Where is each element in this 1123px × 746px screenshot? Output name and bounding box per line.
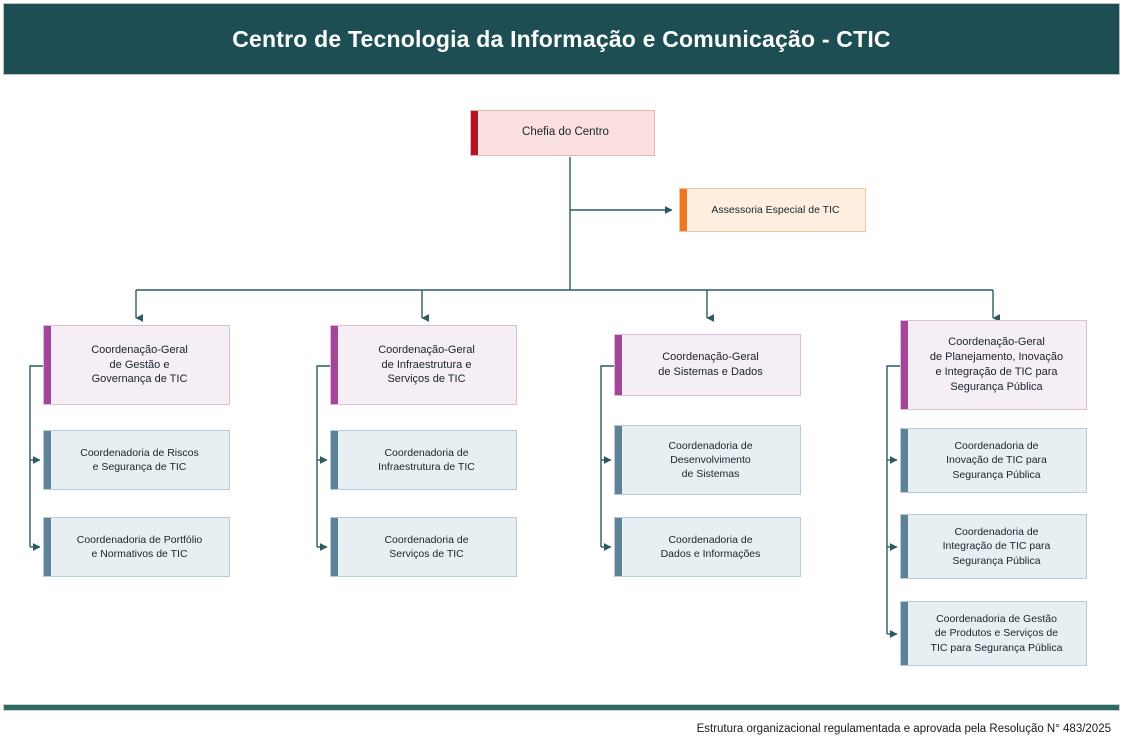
- node-coordenadoria-servicos-tic[interactable]: Coordenadoria de Serviços de TIC: [330, 517, 517, 577]
- node-label: Coordenadoria de Infraestrutura de TIC: [378, 446, 475, 473]
- node-label: Coordenadoria de Gestão de Produtos e Se…: [930, 613, 1063, 654]
- accent-bar-coord: [44, 518, 51, 576]
- node-label: Chefia do Centro: [522, 126, 609, 139]
- accent-bar-staff: [680, 189, 687, 231]
- node-cg-infraestrutura-e-servicos-de-tic[interactable]: Coordenação-Geral de Infraestrutura e Se…: [330, 325, 517, 405]
- edge-cg2-rail-vertical: [316, 365, 330, 547]
- accent-bar-cg: [44, 326, 51, 404]
- node-label: Coordenação-Geral de Gestão e Governança…: [91, 343, 188, 386]
- footer-note: Estrutura organizacional regulamentada e…: [696, 723, 1111, 735]
- accent-bar-coord: [901, 602, 908, 665]
- node-coordenadoria-infraestrutura-tic[interactable]: Coordenadoria de Infraestrutura de TIC: [330, 430, 517, 490]
- accent-bar-cg: [615, 335, 622, 395]
- footer-divider: [3, 704, 1120, 711]
- accent-bar-root: [471, 111, 478, 155]
- accent-bar-coord: [615, 518, 622, 576]
- edge-cg1-rail-vertical: [29, 365, 43, 547]
- node-cg-planejamento-inovacao-integracao-seguranca-publica[interactable]: Coordenação-Geral de Planejamento, Inova…: [900, 320, 1087, 410]
- node-coordenadoria-inovacao-tic-seguranca-publica[interactable]: Coordenadoria de Inovação de TIC para Se…: [900, 428, 1087, 493]
- node-coordenadoria-portfolio-normativos-tic[interactable]: Coordenadoria de Portfólio e Normativos …: [43, 517, 230, 577]
- accent-bar-coord: [901, 515, 908, 578]
- accent-bar-coord: [331, 431, 338, 489]
- node-label: Coordenadoria de Dados e Informações: [660, 533, 761, 560]
- node-coordenadoria-gestao-produtos-servicos-tic-seguranca-publica[interactable]: Coordenadoria de Gestão de Produtos e Se…: [900, 601, 1087, 666]
- node-label: Coordenação-Geral de Infraestrutura e Se…: [378, 343, 475, 386]
- node-label: Coordenadoria de Portfólio e Normativos …: [76, 533, 203, 560]
- node-coordenadoria-riscos-seguranca-tic[interactable]: Coordenadoria de Riscos e Segurança de T…: [43, 430, 230, 490]
- node-cg-gestao-e-governanca-de-tic[interactable]: Coordenação-Geral de Gestão e Governança…: [43, 325, 230, 405]
- edge-cg4-rail-vertical: [886, 365, 900, 634]
- accent-bar-coord: [901, 429, 908, 492]
- node-label: Coordenadoria de Riscos e Segurança de T…: [80, 446, 199, 473]
- accent-bar-coord: [615, 426, 622, 494]
- node-coordenadoria-integracao-tic-seguranca-publica[interactable]: Coordenadoria de Integração de TIC para …: [900, 514, 1087, 579]
- node-coordenadoria-dados-informacoes[interactable]: Coordenadoria de Dados e Informações: [614, 517, 801, 577]
- node-label: Coordenadoria de Desenvolvimento de Sist…: [668, 439, 753, 481]
- node-label: Coordenação-Geral de Sistemas e Dados: [658, 351, 763, 378]
- accent-bar-coord: [331, 518, 338, 576]
- header-banner: Centro de Tecnologia da Informação e Com…: [3, 3, 1120, 75]
- page-title: Centro de Tecnologia da Informação e Com…: [232, 25, 891, 52]
- accent-bar-cg: [901, 321, 908, 409]
- node-cg-sistemas-e-dados[interactable]: Coordenação-Geral de Sistemas e Dados: [614, 334, 801, 396]
- node-label: Coordenadoria de Integração de TIC para …: [942, 526, 1051, 567]
- node-assessoria-especial-de-tic[interactable]: Assessoria Especial de TIC: [679, 188, 866, 232]
- node-coordenadoria-desenvolvimento-sistemas[interactable]: Coordenadoria de Desenvolvimento de Sist…: [614, 425, 801, 495]
- node-chefia-do-centro[interactable]: Chefia do Centro: [470, 110, 655, 156]
- node-label: Coordenação-Geral de Planejamento, Inova…: [929, 336, 1064, 393]
- accent-bar-cg: [331, 326, 338, 404]
- node-label: Assessoria Especial de TIC: [711, 203, 840, 216]
- edge-cg3-rail-vertical: [600, 365, 614, 547]
- node-label: Coordenadoria de Serviços de TIC: [384, 533, 469, 560]
- node-label: Coordenadoria de Inovação de TIC para Se…: [946, 440, 1047, 481]
- accent-bar-coord: [44, 431, 51, 489]
